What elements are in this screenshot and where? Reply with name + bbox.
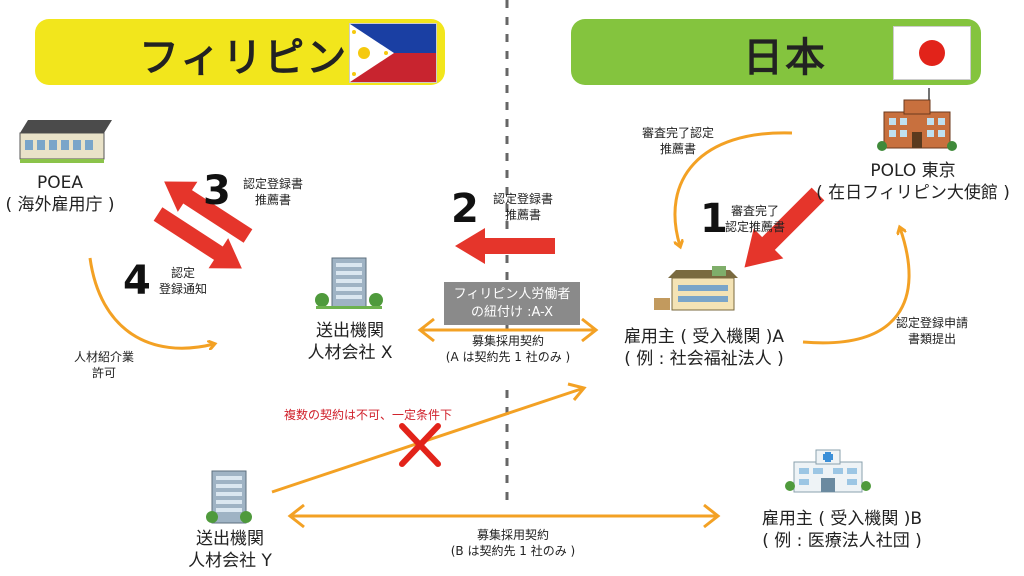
philippines-title: フィリピン <box>139 35 349 81</box>
not-allowed-label: 複数の契約は不可、一定条件下 <box>284 408 453 422</box>
philippine-flag-icon <box>349 23 437 83</box>
poea-license-label: 人材紹介業 許可 <box>73 350 134 380</box>
arrow-polo-to-employer <box>675 131 793 246</box>
step-4-number: 4 <box>123 258 151 304</box>
office-tower-icon <box>315 257 383 309</box>
arrow-employer-to-polo <box>802 228 911 345</box>
japan-title: 日本 <box>743 35 827 81</box>
hospital-icon <box>785 449 871 493</box>
poea-label: POEA ( 海外雇用庁 ) <box>5 173 115 216</box>
philippines-banner: フィリピン <box>35 19 445 85</box>
contract-ax-label: 募集採用契約 (A は契約先 1 社のみ ) <box>445 334 571 364</box>
polo-to-employer-label: 審査完了認定 推薦書 <box>641 126 714 156</box>
red-arrow-step4 <box>153 207 242 269</box>
red-arrow-step2 <box>455 228 555 264</box>
employer-b-label: 雇用主 ( 受入機関 )B ( 例 : 医療法人社団 ) <box>761 509 923 552</box>
contract-yb-label: 募集採用契約 (B は契約先 1 社のみ ) <box>450 528 576 558</box>
agency-x-label: 送出機関 人材会社 X <box>307 321 393 364</box>
red-arrow-step3 <box>164 181 253 243</box>
employer-to-polo-label: 認定登録申請 書類提出 <box>895 316 968 346</box>
cross-mark-icon <box>399 423 441 467</box>
step-1-number: 1 <box>700 196 728 242</box>
step-1-label: 審査完了 認定推薦書 <box>724 204 785 234</box>
red-arrow-step1 <box>744 187 825 268</box>
agency-y-label: 送出機関 人材会社 Y <box>188 529 272 572</box>
step-3-number: 3 <box>203 168 231 214</box>
step-2-label: 認定登録書 推薦書 <box>492 192 553 222</box>
employer-a-label: 雇用主 ( 受入機関 )A ( 例 : 社会福祉法人 ) <box>623 327 785 370</box>
factory-building-icon <box>19 120 112 163</box>
step-3-label: 認定登録書 推薦書 <box>242 177 303 207</box>
japan-banner: 日本 <box>571 19 981 85</box>
step-2-number: 2 <box>451 186 479 232</box>
japanese-flag-icon <box>893 26 971 80</box>
facility-building-icon <box>654 266 738 311</box>
embassy-building-icon <box>877 88 957 151</box>
step-4-label: 認定 登録通知 <box>158 266 207 296</box>
polo-label: POLO 東京 ( 在日フィリピン大使館 ) <box>816 161 1010 204</box>
arrow-poea-license <box>88 257 214 348</box>
linkage-box: フィリピン人労働者 の紐付け :A-X <box>444 282 580 326</box>
office-tower-icon <box>206 470 252 524</box>
